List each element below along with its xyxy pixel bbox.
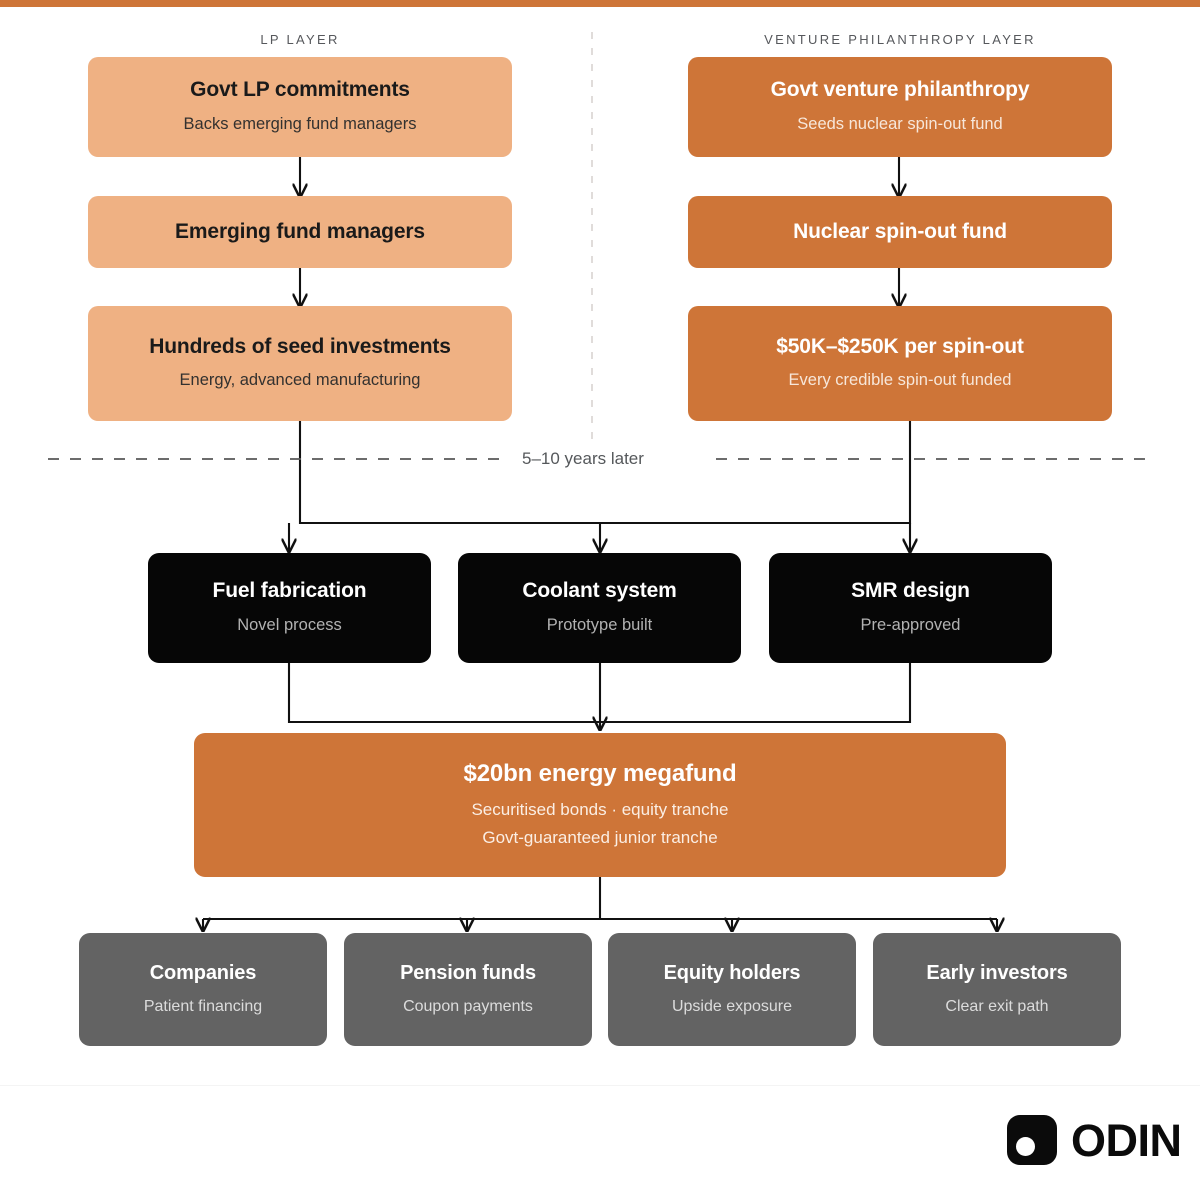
timeline-label: 5–10 years later	[512, 449, 654, 469]
node-title: Govt LP commitments	[190, 78, 410, 102]
edge-tech-collector	[287, 663, 912, 724]
node-energy-megafund[interactable]: $20bn energy megafund Securitised bonds …	[194, 733, 1006, 877]
edge-funnel-to-tech-bus	[298, 421, 912, 525]
column-header-venture-philanthropy: VENTURE PHILANTHROPY LAYER	[764, 32, 1036, 47]
node-title: Pension funds	[400, 961, 536, 984]
node-emerging-fund-managers[interactable]: Emerging fund managers	[88, 196, 512, 268]
top-accent-bar	[0, 0, 1200, 7]
node-equity-holders[interactable]: Equity holders Upside exposure	[608, 933, 856, 1046]
odin-logo-dot	[1016, 1137, 1035, 1156]
node-govt-venture-philanthropy[interactable]: Govt venture philanthropy Seeds nuclear …	[688, 57, 1112, 157]
node-subtitle: Seeds nuclear spin-out fund	[797, 114, 1003, 133]
column-header-lp: LP LAYER	[260, 32, 340, 47]
node-govt-lp-commitments[interactable]: Govt LP commitments Backs emerging fund …	[88, 57, 512, 157]
odin-wordmark: ODIN	[1071, 1114, 1182, 1166]
node-title: Equity holders	[663, 961, 801, 984]
footer-divider	[0, 1085, 1200, 1086]
node-pension-funds[interactable]: Pension funds Coupon payments	[344, 933, 592, 1046]
node-title: Fuel fabrication	[212, 579, 367, 603]
node-subtitle: Backs emerging fund managers	[183, 114, 417, 133]
node-hundreds-of-seed-investments[interactable]: Hundreds of seed investments Energy, adv…	[88, 306, 512, 421]
node-subtitle: Energy, advanced manufacturing	[179, 371, 421, 390]
node-per-spin-out-cheque[interactable]: $50K–$250K per spin-out Every credible s…	[688, 306, 1112, 421]
node-subtitle: Clear exit path	[945, 997, 1049, 1015]
node-title: Hundreds of seed investments	[149, 334, 451, 358]
node-subtitle: Novel process	[237, 615, 342, 634]
node-subtitle: Prototype built	[546, 615, 653, 634]
node-smr-design[interactable]: SMR design Pre-approved	[769, 553, 1052, 663]
node-early-investors[interactable]: Early investors Clear exit path	[873, 933, 1121, 1046]
node-subtitle-2: Govt-guaranteed junior tranche	[482, 828, 718, 847]
node-subtitle: Coupon payments	[403, 997, 533, 1015]
node-title: Companies	[149, 961, 257, 984]
node-subtitle-1: Securitised bonds · equity tranche	[471, 800, 729, 820]
node-title: Nuclear spin-out fund	[793, 219, 1007, 243]
odin-logo-icon	[1007, 1115, 1057, 1165]
node-title: $50K–$250K per spin-out	[776, 334, 1024, 358]
odin-logo: ODIN	[1007, 1115, 1182, 1165]
node-nuclear-spin-out-fund[interactable]: Nuclear spin-out fund	[688, 196, 1112, 268]
node-fuel-fabrication[interactable]: Fuel fabrication Novel process	[148, 553, 431, 663]
node-title: Early investors	[926, 961, 1068, 984]
node-subtitle: Every credible spin-out funded	[788, 371, 1012, 390]
node-companies[interactable]: Companies Patient financing	[79, 933, 327, 1046]
node-title: Govt venture philanthropy	[770, 78, 1030, 102]
node-title: SMR design	[851, 579, 970, 603]
node-title: Emerging fund managers	[175, 219, 425, 243]
node-subtitle: Patient financing	[143, 997, 263, 1015]
node-title: $20bn energy megafund	[463, 760, 737, 788]
node-subtitle: Pre-approved	[860, 615, 961, 634]
node-coolant-system[interactable]: Coolant system Prototype built	[458, 553, 741, 663]
node-subtitle: Upside exposure	[671, 997, 793, 1015]
node-title: Coolant system	[522, 579, 677, 603]
